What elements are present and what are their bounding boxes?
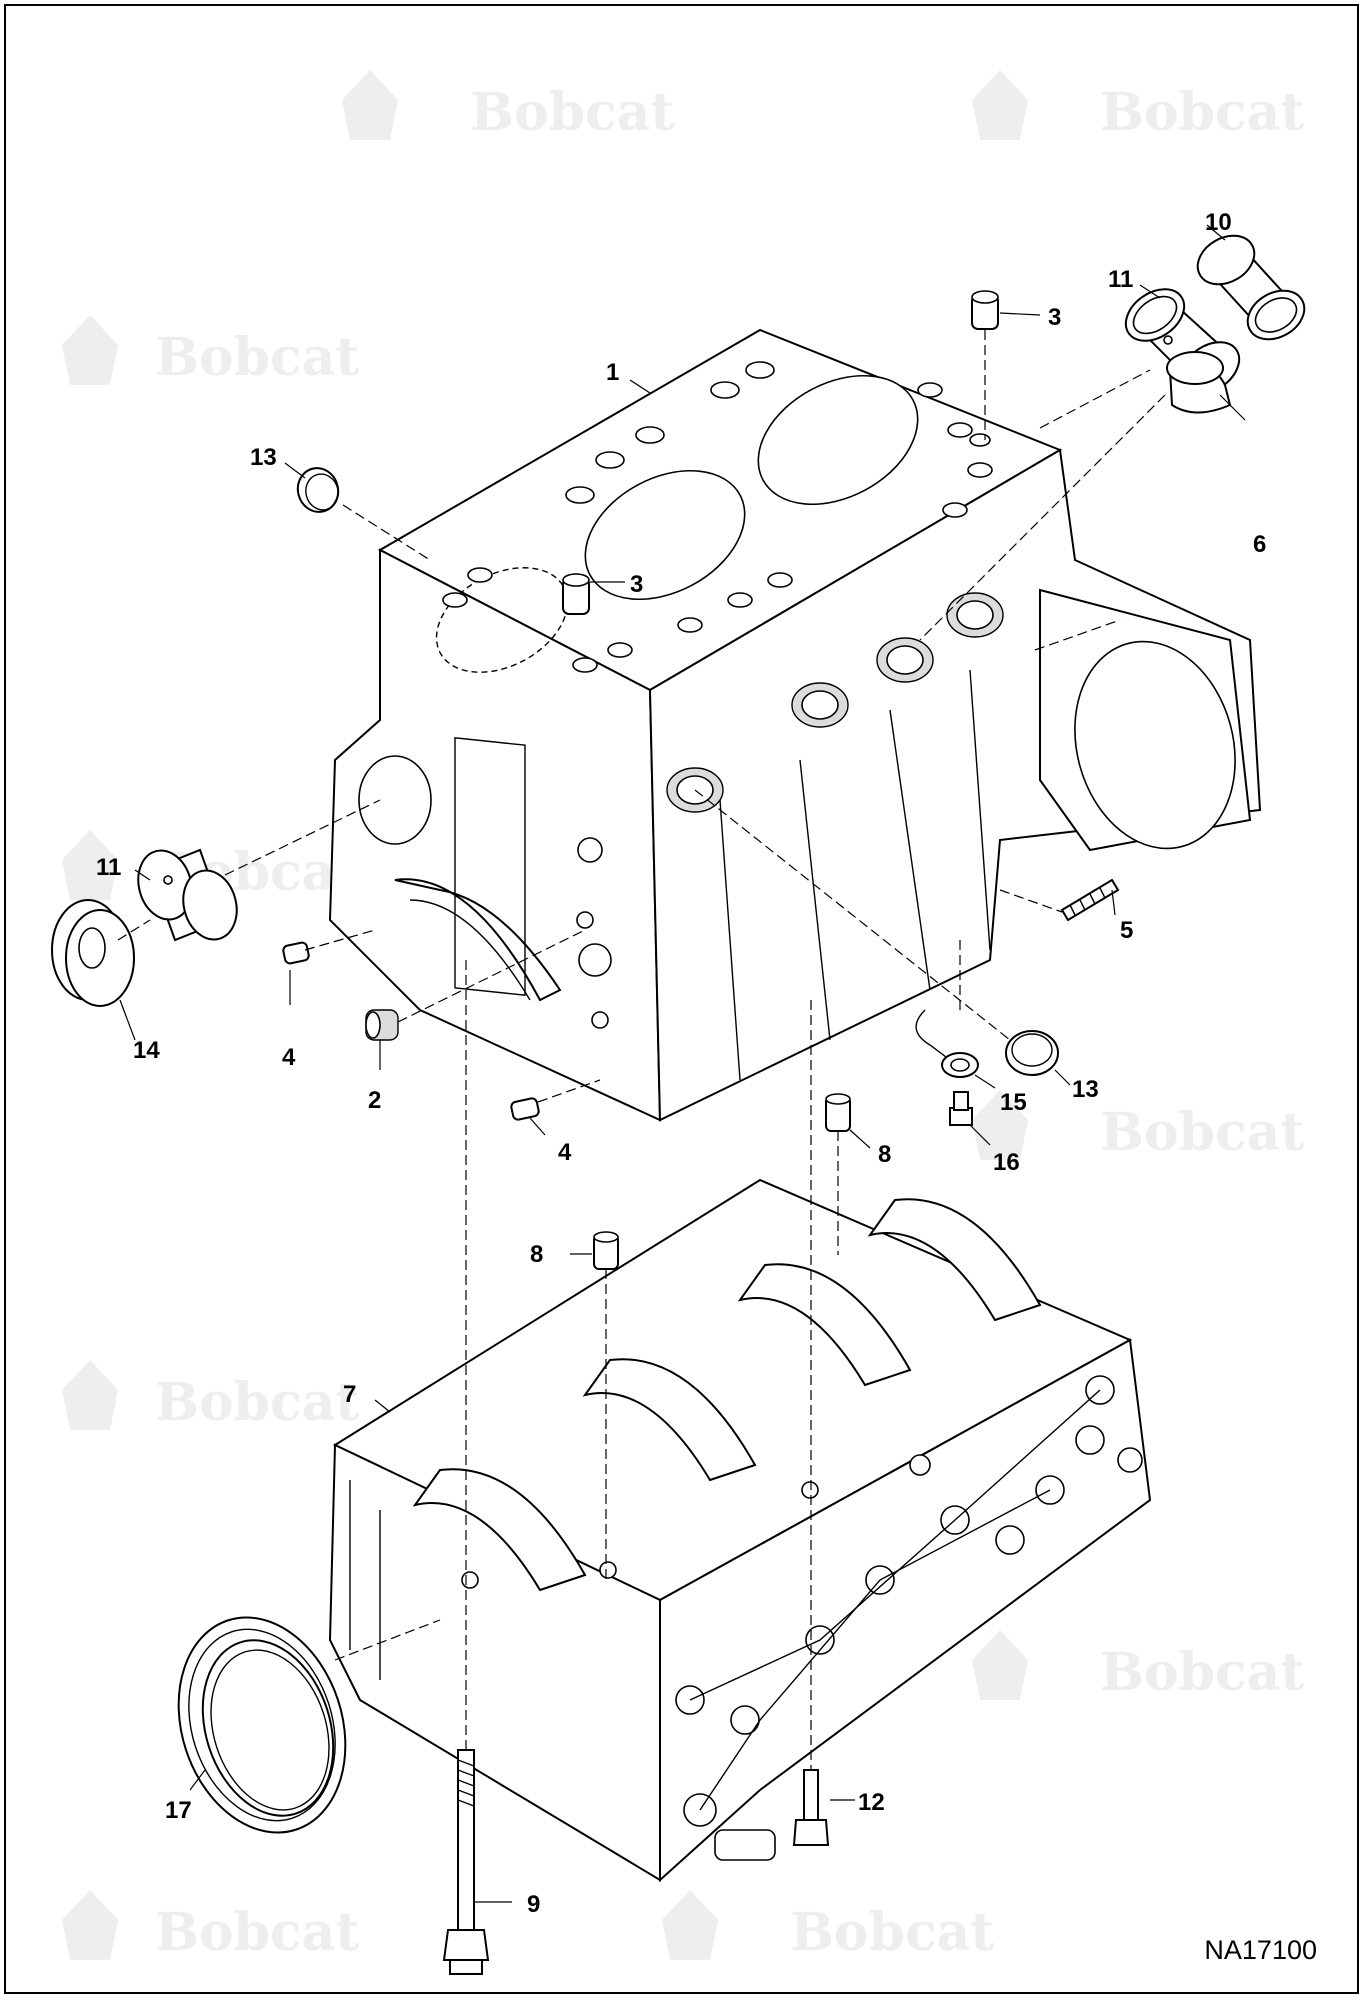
- callout-10: 10: [1205, 209, 1232, 236]
- callout-14: 14: [133, 1037, 160, 1064]
- callout-3-upper: 3: [1048, 304, 1061, 331]
- part-6-cap: [1166, 351, 1232, 414]
- watermark-2: Bobcat: [972, 70, 1304, 143]
- callout-7: 7: [343, 1381, 356, 1408]
- cylinder-block: [328, 328, 1262, 1122]
- callout-2: 2: [368, 1087, 381, 1114]
- watermark-7: Bobcat: [972, 1630, 1304, 1703]
- part-13-plug-upper: [296, 467, 340, 513]
- part-14-washer: [51, 899, 135, 1007]
- callout-8-left: 8: [530, 1241, 543, 1268]
- svg-text:Bobcat: Bobcat: [1100, 1102, 1304, 1163]
- callout-17: 17: [165, 1797, 192, 1824]
- part-13-plug-lower: [1005, 1030, 1059, 1076]
- watermark-9: Bobcat: [662, 1890, 994, 1963]
- crankcase: [328, 1178, 1152, 1883]
- callout-5: 5: [1120, 917, 1133, 944]
- callout-4-center: 4: [558, 1139, 572, 1166]
- part-3-dowel-deck: [562, 573, 590, 615]
- watermark-1: Bobcat: [342, 70, 674, 143]
- part-10-bushing: [1196, 234, 1306, 341]
- part-8-dowel-right: [825, 1093, 851, 1132]
- watermark-6: Bobcat: [62, 1360, 359, 1433]
- callout-12: 12: [858, 1789, 885, 1816]
- callout-3-deck: 3: [630, 571, 643, 598]
- part-5-stud: [1060, 878, 1120, 922]
- callout-13-lower: 13: [1072, 1076, 1099, 1103]
- watermark-8: Bobcat: [62, 1890, 359, 1963]
- watermark-layer: Bobcat Bobcat Bobcat Bobcat Bobcat Bobca…: [62, 70, 1304, 1963]
- callout-labels: 1 2 3 3 4 4 5 6 7 8 8 9 10 11 11 12 13 1…: [96, 209, 1266, 1918]
- svg-text:Bobcat: Bobcat: [790, 1902, 994, 1963]
- svg-text:Bobcat: Bobcat: [470, 82, 674, 143]
- callout-4-left: 4: [282, 1044, 296, 1071]
- callout-9: 9: [527, 1891, 540, 1918]
- part-4-dowel-left: [282, 941, 310, 965]
- part-3-dowel-upper: [971, 290, 999, 330]
- watermark-5: Bobcat: [972, 1090, 1304, 1163]
- callout-15: 15: [1000, 1089, 1027, 1116]
- callout-6: 6: [1253, 531, 1266, 558]
- part-16-bolt: [949, 1091, 973, 1126]
- svg-text:Bobcat: Bobcat: [155, 1372, 359, 1433]
- assembly-lines: [117, 330, 1166, 1770]
- svg-text:Bobcat: Bobcat: [1100, 82, 1304, 143]
- part-12-bolt: [792, 1769, 830, 1846]
- deck-holes: [442, 361, 993, 673]
- callout-1: 1: [606, 359, 619, 386]
- part-4-dowel-center: [510, 1097, 540, 1121]
- part-11-bushing-lower: [137, 848, 238, 942]
- svg-text:Bobcat: Bobcat: [155, 327, 359, 388]
- part-15-bracket: [915, 1009, 979, 1078]
- leader-lines: [119, 224, 1246, 1903]
- part-9-long-bolt: [442, 1749, 490, 1975]
- callout-11-upper: 11: [1108, 266, 1133, 293]
- svg-text:Bobcat: Bobcat: [155, 1902, 359, 1963]
- watermark-3: Bobcat: [62, 315, 359, 388]
- svg-text:Bobcat: Bobcat: [1100, 1642, 1304, 1703]
- drawing-frame: [4, 4, 1359, 1994]
- callout-11-lower: 11: [96, 854, 121, 881]
- callout-13-upper: 13: [250, 444, 277, 471]
- part-2-plug: [365, 1009, 399, 1041]
- part-17-rear-seal: [177, 1616, 347, 1834]
- callout-8-right: 8: [878, 1141, 891, 1168]
- callout-16: 16: [993, 1149, 1020, 1176]
- part-8-dowel-left: [593, 1231, 619, 1270]
- drawing-number: NA17100: [1204, 1935, 1317, 1965]
